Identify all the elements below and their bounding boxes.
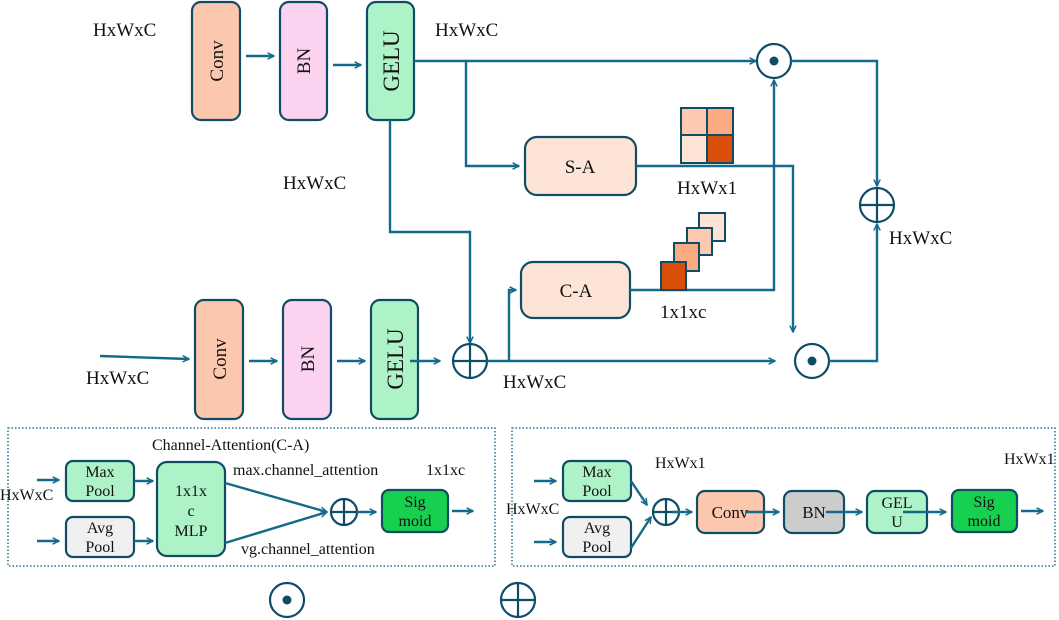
- ca-sigmoid-label-1: Sig: [404, 494, 425, 511]
- sum-output-shape-label: HxWxC: [503, 372, 566, 393]
- ca-mlp-label-1: 1x1x: [175, 483, 207, 500]
- top-conv-block: Conv: [190, 0, 242, 122]
- bottom-input-shape-label: HxWxC: [86, 368, 149, 389]
- sa-conv-label: Conv: [712, 503, 749, 522]
- sa-sigmoid-label-2: moid: [968, 513, 1001, 530]
- arrow-to-channel-attention: [507, 290, 516, 361]
- ca-sigmoid-block: Sig moid: [380, 488, 450, 534]
- spatial-attention-label: S-A: [565, 157, 596, 178]
- ca-max-pool-label-2: Pool: [85, 483, 115, 500]
- sa-gelu-label-2: U: [891, 514, 903, 531]
- arrow-multiply-top-to-add: [791, 59, 877, 186]
- arrow-sa-to-multiply-bottom: [636, 164, 793, 332]
- sa-input-shape-label: HxWxC: [506, 501, 559, 518]
- multiply-operator-bottom: [793, 342, 831, 380]
- ca-mlp-block: 1x1x c MLP: [155, 460, 227, 558]
- spatial-attention-map-icon: [680, 107, 734, 164]
- arrow-sa-max-add: [630, 480, 648, 505]
- sa-avg-pool-block: Avg Pool: [561, 515, 633, 559]
- channel-attention-label: C-A: [560, 281, 593, 302]
- multiply-operator-top: [755, 42, 793, 80]
- top-output-shape-label: HxWxC: [435, 20, 498, 41]
- sa-max-pool-label-2: Pool: [582, 483, 612, 500]
- sa-conv-block: Conv: [695, 489, 766, 535]
- sa-sigmoid-block: Sig moid: [950, 488, 1019, 534]
- bottom-bn-block: BN: [281, 298, 333, 421]
- sa-avg-pool-label-1: Avg: [584, 520, 610, 537]
- arrow-bottom-input: [99, 354, 189, 359]
- add-operator-right: [858, 186, 896, 224]
- ca-avg-pool-label-2: Pool: [85, 539, 115, 556]
- ca-panel-title: Channel-Attention(C-A): [152, 437, 309, 454]
- spatial-attention-block: S-A: [523, 135, 638, 197]
- bottom-gelu-label: GELU: [383, 328, 408, 390]
- sa-gelu-label-1: GEL: [881, 495, 912, 512]
- add-operator-bottom: [451, 342, 489, 380]
- ca-avg-pool-label-1: Avg: [87, 520, 113, 537]
- top-input-shape-label: HxWxC: [93, 20, 156, 41]
- ca-output-shape-label: 1x1xc: [426, 462, 465, 479]
- top-conv-label: Conv: [207, 40, 228, 82]
- channel-attention-block: C-A: [519, 260, 632, 320]
- ca-sigmoid-label-2: moid: [399, 513, 432, 530]
- arrow-to-spatial-attention: [464, 61, 519, 166]
- channel-attention-panel: [7, 427, 496, 567]
- sa-max-pool-block: Max Pool: [561, 459, 633, 503]
- arrow-ca-max-branch: [224, 481, 327, 512]
- ca-input-shape-label: HxWxC: [0, 487, 53, 504]
- bottom-bn-label: BN: [298, 346, 319, 373]
- top-gelu-block: GELU: [365, 0, 416, 122]
- top-bn-block: BN: [278, 0, 329, 122]
- ca-max-pool-label-1: Max: [85, 464, 114, 481]
- bottom-conv-block: Conv: [193, 298, 245, 421]
- spatial-attention-shape-label: HxWx1: [677, 178, 737, 199]
- arrow-multiply-bottom-to-add: [829, 224, 877, 363]
- ca-mlp-label-2: c: [187, 503, 194, 520]
- ca-max-branch-label: max.channel_attention: [233, 462, 378, 479]
- ca-add-operator: [329, 497, 359, 527]
- legend-multiply-icon: [268, 581, 306, 619]
- ca-max-pool-block: Max Pool: [64, 459, 136, 503]
- bottom-conv-label: Conv: [210, 338, 231, 380]
- sa-max-pool-label-1: Max: [582, 464, 611, 481]
- arrow-ca-avg-branch: [224, 512, 327, 545]
- bottom-gelu-block: GELU: [369, 298, 420, 421]
- top-gelu-label: GELU: [379, 30, 404, 92]
- ca-avg-pool-block: Avg Pool: [64, 515, 136, 559]
- arrow-top-gelu-to-add: [388, 120, 470, 343]
- final-output-shape-label: HxWxC: [889, 228, 952, 249]
- arrow-sa-avg-add: [629, 517, 653, 549]
- channel-attention-shape-label: 1x1xc: [660, 302, 706, 323]
- legend-add-icon: [499, 581, 537, 619]
- sa-sigmoid-label-1: Sig: [973, 494, 994, 511]
- sa-bn-label: BN: [802, 503, 826, 522]
- ca-mlp-label-3: MLP: [175, 523, 208, 540]
- channel-attention-vector-icon: [660, 212, 726, 291]
- sa-avg-pool-label-2: Pool: [582, 539, 612, 556]
- ca-avg-branch-label: vg.channel_attention: [241, 541, 375, 558]
- sa-gelu-block: GEL U: [865, 489, 929, 535]
- sa-mid-shape-label: HxWx1: [655, 455, 706, 472]
- sa-output-shape-label: HxWx1: [1004, 451, 1055, 468]
- middle-shape-label: HxWxC: [283, 173, 346, 194]
- spatial-attention-panel: [511, 427, 1056, 567]
- top-bn-label: BN: [294, 48, 315, 75]
- sa-bn-block: BN: [782, 489, 846, 535]
